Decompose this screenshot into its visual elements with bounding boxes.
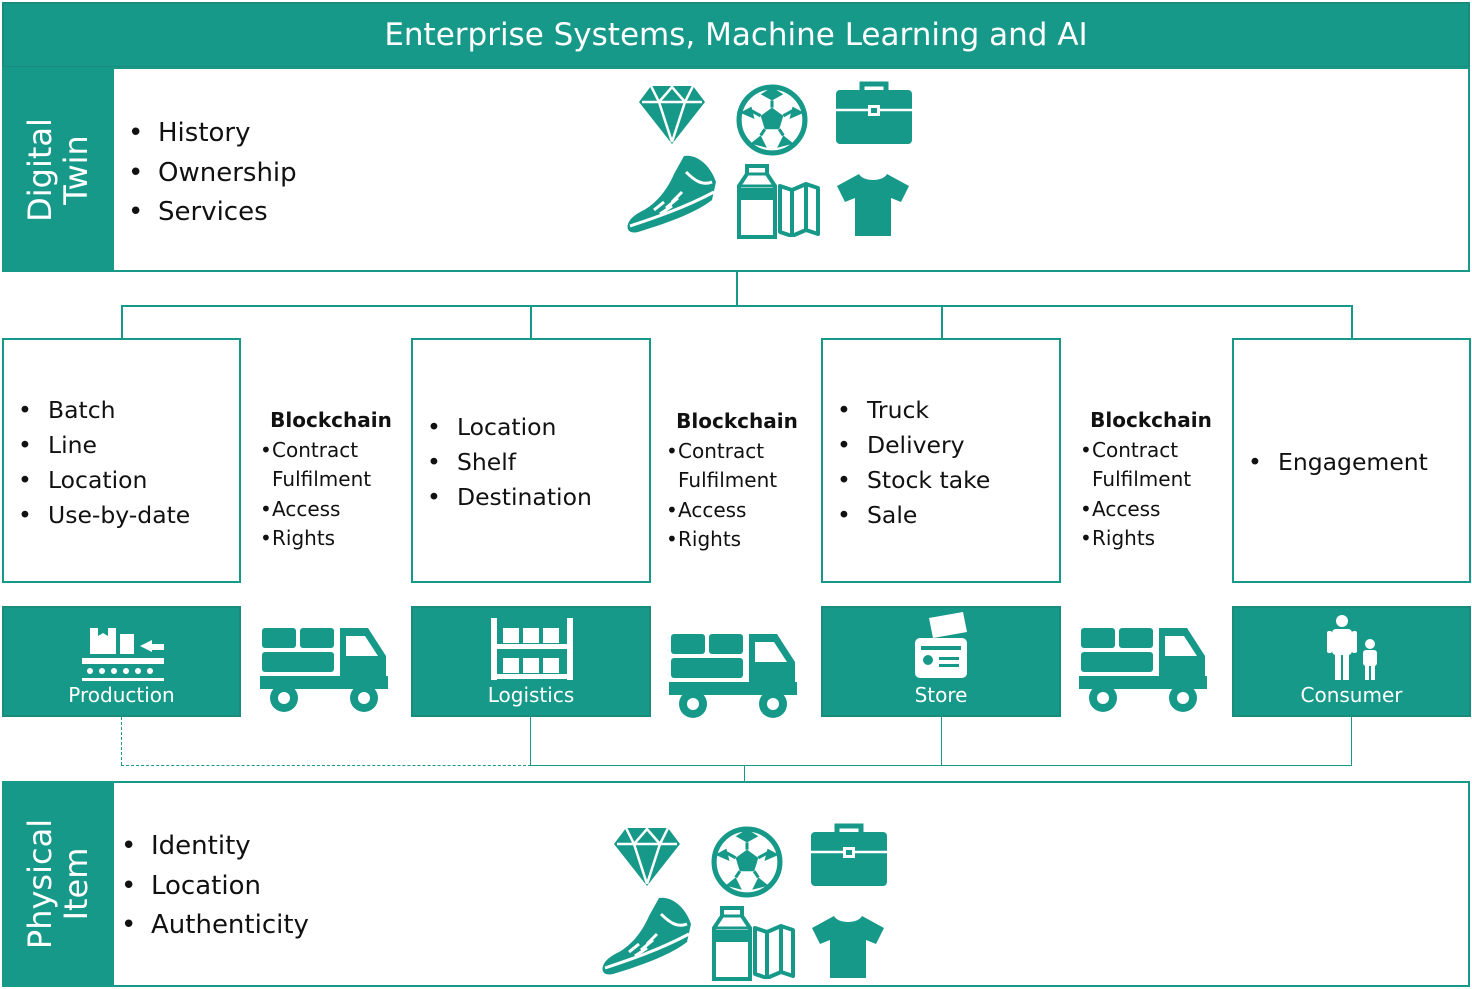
production-stage: Production [2, 606, 241, 717]
warehouse-shelf-icon [491, 618, 573, 680]
blockchain-row: Fulfilment [678, 468, 778, 492]
truck-icon [1079, 626, 1214, 716]
digital-twin-product-icons [620, 80, 920, 240]
connector-line [1351, 717, 1352, 765]
blockchain-row: Contract [1078, 436, 1218, 466]
logistics-attributes-list: Location Shelf Destination [427, 410, 592, 515]
connector-line [941, 305, 943, 339]
tshirt-icon [835, 172, 911, 238]
list-item: Services [128, 193, 297, 233]
conveyor-icon [82, 628, 164, 681]
list-item: Engagement [1248, 445, 1428, 480]
truck-icon [260, 626, 395, 716]
dashed-connector [121, 765, 531, 766]
store-label: Store [914, 683, 968, 707]
list-item: Delivery [837, 428, 990, 463]
blockchain-row: Fulfilment [1092, 467, 1192, 491]
family-icon [1327, 615, 1377, 680]
briefcase-icon [809, 822, 889, 888]
production-attributes-list: Batch Line Location Use-by-date [18, 393, 190, 533]
map-icon [753, 924, 795, 979]
list-item: Line [18, 428, 190, 463]
blockchain-row: Access [664, 496, 804, 526]
list-item: Location [427, 410, 592, 445]
sneaker-icon [624, 152, 719, 237]
logistics-stage: Logistics [411, 606, 651, 717]
sneaker-icon [599, 894, 694, 979]
connector-line [1351, 305, 1353, 339]
list-item: Shelf [427, 445, 592, 480]
briefcase-icon [834, 80, 914, 146]
production-attributes-box: Batch Line Location Use-by-date [2, 338, 241, 583]
list-item: Ownership [128, 154, 297, 194]
store-stage: Store [821, 606, 1061, 717]
consumer-attributes-box: Engagement [1232, 338, 1471, 583]
blockchain-title: Blockchain [270, 408, 392, 432]
list-item: Sale [837, 498, 990, 533]
blockchain-block-2: Blockchain Contract Fulfilment Access Ri… [664, 407, 804, 555]
blockchain-row: Rights [258, 524, 398, 554]
milk-carton-icon [737, 164, 777, 239]
list-item: Batch [18, 393, 190, 428]
connector-line [530, 717, 531, 765]
physical-item-label: Physical Item [21, 818, 96, 950]
connector-line [530, 305, 532, 339]
blockchain-row: Rights [664, 525, 804, 555]
physical-item-product-icons [595, 822, 895, 982]
soccer-ball-icon [736, 84, 808, 156]
list-item: Identity [121, 827, 309, 867]
blockchain-row: Contract [258, 436, 398, 466]
banner-title: Enterprise Systems, Machine Learning and… [384, 17, 1088, 53]
digital-twin-label: Digital Twin [21, 117, 95, 222]
digital-twin-list: History Ownership Services [128, 114, 297, 233]
list-item: Stock take [837, 463, 990, 498]
blockchain-row: Fulfilment [272, 467, 372, 491]
connector-line [530, 765, 1352, 766]
blockchain-row: Contract [664, 437, 804, 467]
tshirt-icon [810, 914, 886, 980]
diamond-icon [637, 84, 707, 146]
consumer-label: Consumer [1300, 683, 1403, 707]
store-attributes-box: Truck Delivery Stock take Sale [821, 338, 1061, 583]
list-item: Location [121, 867, 309, 907]
card-payment-icon [915, 612, 967, 678]
blockchain-title: Blockchain [676, 409, 798, 433]
physical-item-tab: Physical Item [2, 781, 114, 987]
list-item: Location [18, 463, 190, 498]
logistics-attributes-box: Location Shelf Destination [411, 338, 651, 583]
soccer-ball-icon [711, 826, 783, 898]
connector-line [736, 272, 738, 306]
blockchain-row: Rights [1078, 524, 1218, 554]
list-item: Truck [837, 393, 990, 428]
consumer-stage: Consumer [1232, 606, 1471, 717]
list-item: Destination [427, 480, 592, 515]
top-banner: Enterprise Systems, Machine Learning and… [2, 2, 1470, 68]
connector-line [121, 305, 1353, 307]
consumer-attributes-list: Engagement [1248, 445, 1428, 480]
list-item: History [128, 114, 297, 154]
map-icon [778, 182, 820, 237]
blockchain-block-3: Blockchain Contract Fulfilment Access Ri… [1078, 406, 1218, 554]
milk-carton-icon [712, 906, 752, 981]
blockchain-title: Blockchain [1090, 408, 1212, 432]
connector-line [121, 305, 123, 339]
digital-twin-tab: Digital Twin [2, 67, 114, 272]
dashed-connector [121, 717, 122, 765]
truck-icon [669, 632, 804, 722]
connector-line [941, 717, 942, 765]
blockchain-row: Access [258, 495, 398, 525]
list-item: Use-by-date [18, 498, 190, 533]
blockchain-row: Access [1078, 495, 1218, 525]
blockchain-block-1: Blockchain Contract Fulfilment Access Ri… [258, 406, 398, 554]
physical-item-list: Identity Location Authenticity [121, 827, 309, 946]
logistics-label: Logistics [487, 683, 575, 707]
store-attributes-list: Truck Delivery Stock take Sale [837, 393, 990, 533]
diamond-icon [612, 826, 682, 888]
list-item: Authenticity [121, 906, 309, 946]
production-label: Production [68, 683, 175, 707]
